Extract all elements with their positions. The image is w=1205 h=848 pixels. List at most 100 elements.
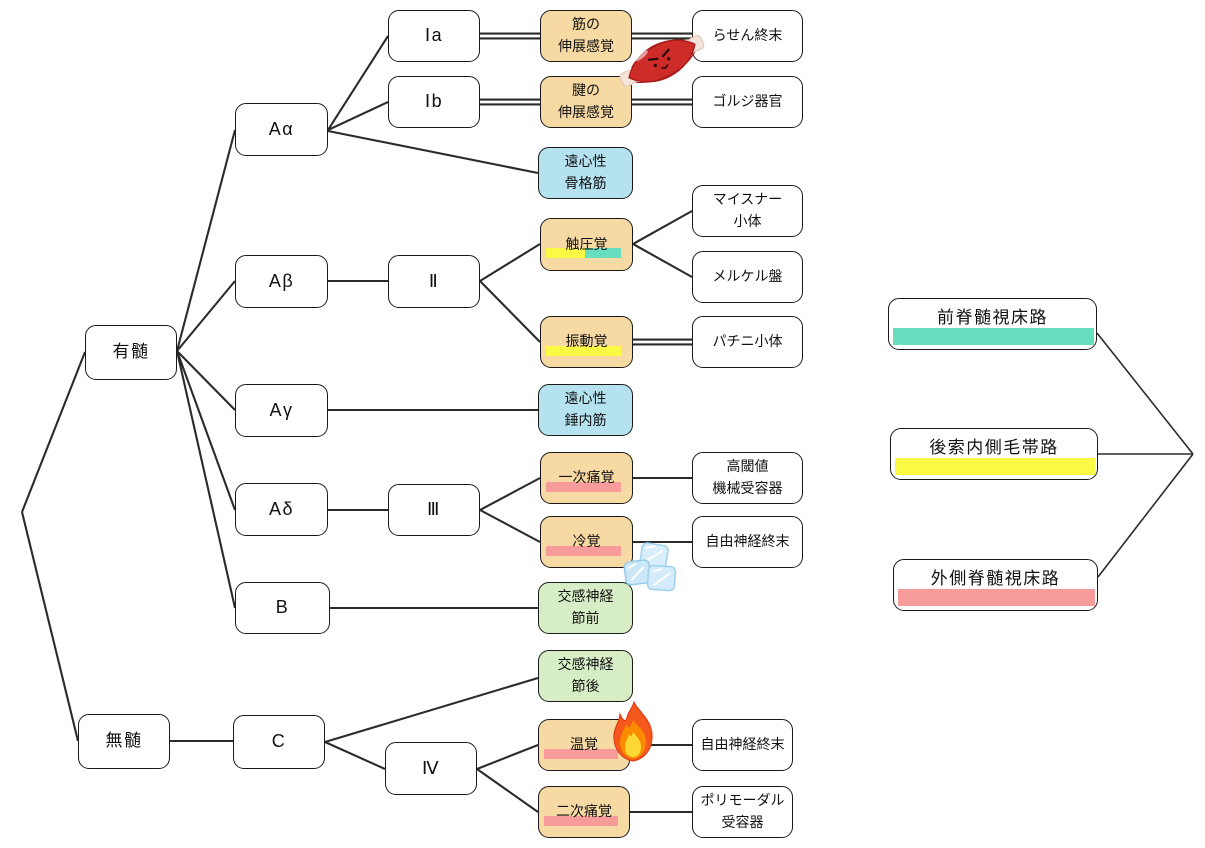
efferent-intrafusal-muscle-node[interactable]: 遠心性錘内筋	[538, 384, 633, 436]
myelinated-node[interactable]: 有髄	[85, 325, 177, 380]
edge-line	[20, 511, 80, 742]
node-label: 交感神経	[557, 656, 614, 673]
node-label: 遠心性	[564, 390, 607, 407]
vibration-sense-node[interactable]: 振動覚	[540, 316, 633, 368]
secondary-pain-sense-node[interactable]: 二次痛覚	[538, 786, 630, 838]
node-label: 冷覚	[572, 533, 601, 550]
edge-line	[327, 129, 539, 175]
meissner-corpuscle-node[interactable]: マイスナー小体	[692, 185, 803, 237]
efferent-skeletal-muscle-node[interactable]: 遠心性骨格筋	[538, 147, 633, 199]
dorsal-column-medial-lemniscus-node[interactable]: 後索内側毛帯路	[890, 428, 1098, 480]
muscle-stretch-sense-node[interactable]: 筋の伸展感覚	[540, 10, 632, 62]
flame-icon	[613, 700, 653, 762]
highlight-underline	[546, 248, 621, 258]
edge-line	[176, 350, 236, 411]
spiral-ending-node[interactable]: らせん終末	[692, 10, 803, 62]
node-label: 振動覚	[565, 333, 608, 350]
edge-line	[476, 744, 539, 770]
lateral-spinothalamic-tract-node[interactable]: 外側脊髄視床路	[893, 559, 1098, 611]
fiber-a-gamma-node[interactable]: Aγ	[235, 384, 328, 437]
node-label: 自由神経終末	[705, 533, 790, 550]
ice-cubes-icon	[623, 542, 677, 592]
group-1a-node[interactable]: Ⅰa	[388, 10, 480, 62]
highlight-underline	[546, 346, 621, 356]
group-1b-node[interactable]: Ⅰb	[388, 76, 480, 128]
edge-line	[176, 350, 236, 511]
node-label: 交感神経	[557, 588, 614, 605]
node-label: 受容器	[721, 814, 764, 830]
edge-line	[479, 243, 541, 282]
edge-line	[21, 351, 86, 513]
edge-line	[175, 129, 237, 352]
pathway-color-bar	[898, 589, 1095, 606]
high-threshold-mechanoreceptor-node[interactable]: 高閾値機械受容器	[692, 452, 803, 504]
golgi-organ-node[interactable]: ゴルジ器官	[692, 76, 803, 128]
node-label: メルケル盤	[712, 268, 783, 285]
node-label: ゴルジ器官	[712, 93, 783, 110]
pathway-color-bar	[895, 458, 1095, 475]
edge-line	[327, 35, 389, 131]
cold-sense-node[interactable]: 冷覚	[540, 516, 633, 568]
node-label: 触圧覚	[565, 235, 608, 252]
edge-line	[324, 676, 539, 744]
edge-line	[324, 741, 386, 770]
free-nerve-ending-warm-node[interactable]: 自由神経終末	[692, 719, 793, 771]
node-label: 節前	[571, 610, 600, 626]
group-3-node[interactable]: Ⅲ	[388, 484, 480, 536]
node-label: 小体	[733, 213, 762, 229]
sympathetic-postganglionic-node[interactable]: 交感神経節後	[538, 650, 633, 702]
pathway-color-bar	[893, 328, 1094, 345]
group-2-node[interactable]: Ⅱ	[388, 255, 480, 308]
node-label: 温覚	[570, 736, 598, 753]
edge-line	[632, 210, 693, 245]
node-label: ポリモーダル	[700, 792, 785, 809]
node-label: 二次痛覚	[556, 803, 612, 820]
node-label: 前脊髄視床路	[937, 308, 1048, 327]
node-label: Ⅰa	[424, 25, 444, 46]
edge-line	[1096, 332, 1194, 455]
edge-line	[479, 477, 541, 511]
primary-pain-sense-node[interactable]: 一次痛覚	[540, 452, 633, 504]
highlight-underline	[544, 816, 618, 826]
node-label: 後索内側毛帯路	[929, 438, 1059, 457]
edge-line	[476, 768, 539, 813]
merkel-disc-node[interactable]: メルケル盤	[692, 251, 803, 303]
node-label: 骨格筋	[564, 175, 607, 191]
unmyelinated-node[interactable]: 無髄	[78, 714, 170, 769]
highlight-underline	[546, 482, 621, 492]
node-label: Aα	[268, 118, 295, 139]
node-label: Aδ	[268, 498, 295, 519]
pacinian-corpuscle-node[interactable]: パチニ小体	[692, 316, 803, 368]
fiber-a-beta-node[interactable]: Aβ	[235, 255, 328, 308]
sympathetic-preganglionic-node[interactable]: 交感神経節前	[538, 582, 633, 634]
anterior-spinothalamic-tract-node[interactable]: 前脊髄視床路	[888, 298, 1097, 350]
tendon-stretch-sense-node[interactable]: 腱の伸展感覚	[540, 76, 632, 128]
group-4-node[interactable]: Ⅳ	[385, 742, 477, 795]
fiber-a-delta-node[interactable]: Aδ	[235, 483, 328, 536]
node-label: Ⅰb	[424, 91, 444, 112]
node-label: 一次痛覚	[558, 469, 615, 486]
edge-line	[175, 350, 237, 609]
touch-pressure-sense-node[interactable]: 触圧覚	[540, 218, 633, 271]
node-label: 有髄	[112, 342, 150, 362]
node-label: 錘内筋	[564, 412, 607, 428]
free-nerve-ending-cold-node[interactable]: 自由神経終末	[692, 516, 803, 568]
node-label: C	[271, 731, 287, 752]
edge-line	[479, 509, 541, 543]
fiber-c-node[interactable]: C	[233, 715, 325, 769]
polymodal-receptor-node[interactable]: ポリモーダル受容器	[692, 786, 793, 838]
node-label: 外側脊髄視床路	[930, 569, 1061, 588]
edge-line	[327, 101, 389, 131]
node-label: B	[275, 597, 290, 618]
fiber-b-node[interactable]: B	[235, 582, 330, 634]
edge-line	[1097, 453, 1194, 578]
node-label: Aβ	[268, 270, 295, 291]
node-label: 伸展感覚	[558, 104, 614, 120]
node-label: 機械受容器	[712, 480, 783, 496]
node-label: 自由神経終末	[700, 736, 785, 753]
node-label: 筋の	[572, 16, 600, 33]
node-label: らせん終末	[712, 27, 783, 44]
fiber-a-alpha-node[interactable]: Aα	[235, 103, 328, 156]
